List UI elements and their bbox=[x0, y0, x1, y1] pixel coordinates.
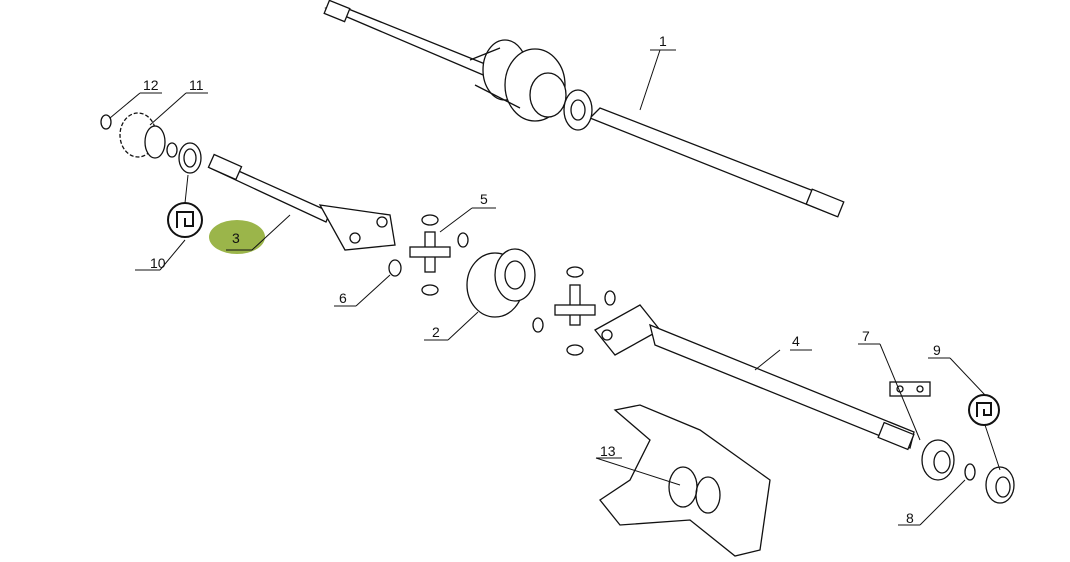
highlight-part-3 bbox=[209, 220, 265, 254]
part-10-seal-symbol[interactable] bbox=[167, 202, 203, 238]
part-11-gear[interactable] bbox=[119, 112, 166, 159]
part-2-double-yoke[interactable] bbox=[466, 248, 536, 318]
part-9-seal-symbol[interactable] bbox=[968, 394, 1000, 426]
part-12-circlip[interactable] bbox=[100, 114, 112, 130]
callout-4[interactable]: 4 bbox=[792, 333, 800, 349]
callout-8[interactable]: 8 bbox=[906, 510, 914, 526]
callout-12[interactable]: 12 bbox=[143, 77, 159, 93]
callout-7[interactable]: 7 bbox=[862, 328, 870, 344]
callout-1[interactable]: 1 bbox=[659, 33, 667, 49]
callout-6[interactable]: 6 bbox=[339, 290, 347, 306]
part-spider-cross-2[interactable] bbox=[532, 266, 616, 356]
callout-leaders bbox=[109, 49, 1001, 526]
callout-2[interactable]: 2 bbox=[432, 324, 440, 340]
callout-10[interactable]: 10 bbox=[150, 255, 166, 271]
part-1-cardan-shaft-assembly[interactable] bbox=[323, 0, 845, 218]
part-13-axle-housing[interactable] bbox=[599, 404, 771, 557]
part-9-seal[interactable] bbox=[985, 466, 1015, 504]
part-4-shaft[interactable] bbox=[594, 304, 915, 451]
part-circlip-small[interactable] bbox=[166, 142, 178, 158]
callout-3[interactable]: 3 bbox=[232, 230, 240, 246]
callout-9[interactable]: 9 bbox=[933, 342, 941, 358]
part-5-spider-cross[interactable] bbox=[409, 214, 469, 296]
part-8-circlip[interactable] bbox=[964, 463, 976, 481]
part-6-circlip[interactable] bbox=[388, 259, 402, 277]
callout-5[interactable]: 5 bbox=[480, 191, 488, 207]
callout-13[interactable]: 13 bbox=[600, 443, 616, 459]
callout-11[interactable]: 11 bbox=[189, 77, 204, 93]
part-3-shaft[interactable] bbox=[207, 153, 396, 251]
part-bearing-ring[interactable] bbox=[178, 142, 202, 174]
